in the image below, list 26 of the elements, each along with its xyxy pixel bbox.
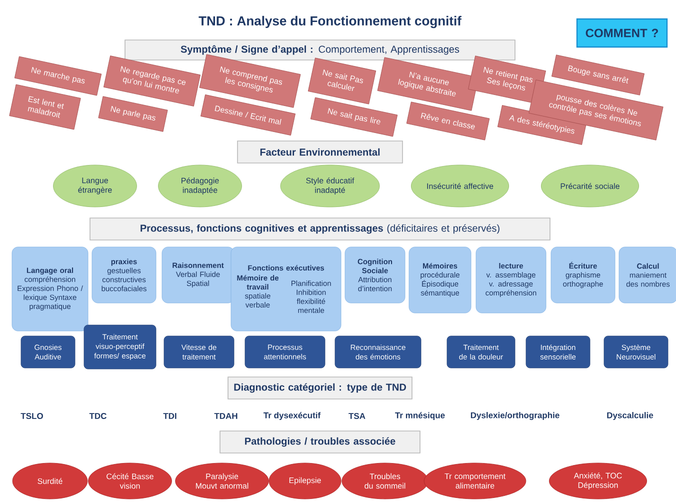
symptom-box: Ne sait Pas calculer (308, 58, 376, 104)
diagnosis-label: TDI (163, 413, 176, 419)
section-header: Pathologies / troubles associée (220, 430, 420, 454)
symptom-box: Rêve en classe (406, 102, 490, 140)
diagnosis-label: Dyscalculie (607, 412, 654, 420)
symptom-box: Est lent et maladroit (9, 84, 81, 130)
symptom-box: Bouge sans arrêt (552, 54, 644, 96)
section-header: Symptôme / Signe d’appel : Comportement, Apprentissages (124, 40, 516, 60)
diagnosis-label: Dyslexie/orthographie (470, 412, 560, 420)
symptom-box: N’a aucune logique abstraite (377, 57, 479, 111)
symptom-box: Dessine / Ecrit mal (200, 94, 296, 136)
diagnosis-label: TSLO (20, 413, 43, 419)
diagnosis-label: TDC (89, 413, 107, 419)
diagnosis-label: Tr dysexécutif (264, 412, 321, 420)
section-header: Facteur Environnemental (237, 140, 403, 164)
title: TND : Analyse du Fonctionnement cognitif (198, 16, 462, 28)
callout-box: COMMENT ? (576, 18, 668, 48)
diagnosis-label: TSA (348, 413, 366, 419)
section-header: Diagnostic catégoriel : type de TND (228, 376, 412, 400)
symptom-box: Ne sait pas lire (310, 97, 398, 137)
diagnosis-label: TDAH (214, 413, 238, 419)
symptom-box: Ne marche pas (14, 56, 102, 96)
section-header: Processus, fonctions cognitives et apprentissages (déficitaires et préservés) (90, 218, 550, 240)
symptom-box: Ne parle pas (98, 96, 168, 132)
diagnosis-label: Tr mnésique (395, 412, 445, 420)
symptom-box: Ne regarde pas ce qu’on lui montre (104, 56, 201, 106)
